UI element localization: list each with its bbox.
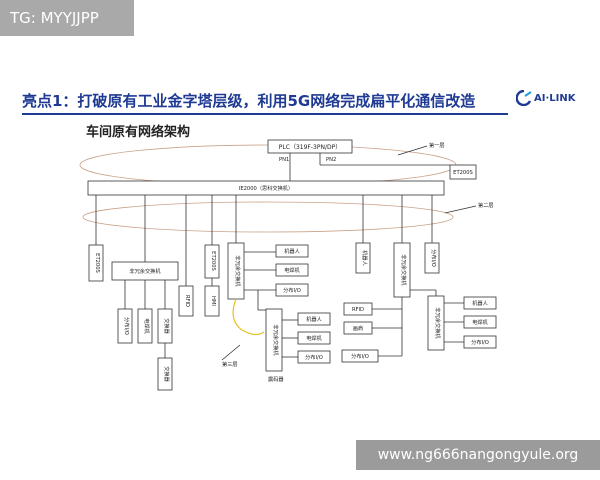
logo-mark-icon <box>516 90 532 106</box>
main-switch-box <box>87 180 445 196</box>
tag-bottom-label: 震码器 <box>268 375 284 383</box>
company-logo: AI·LINK <box>516 90 575 106</box>
robot-label: 机器人 <box>284 247 300 255</box>
rfid2-box <box>343 302 373 316</box>
left-conveyor2-box <box>157 357 173 391</box>
right-switch2-box <box>427 295 445 351</box>
left-conveyor2-label: 交换器 <box>163 366 171 382</box>
slide-title: 亮点1：打破原有工业金字塔层级，利用5G网络完成扁平化通信改造 <box>22 92 476 110</box>
robot-v-label: 机器人 <box>361 250 369 266</box>
dist-io3-label: 分布I/O <box>305 353 323 361</box>
left-welder-label: 电焊机 <box>143 318 151 334</box>
pn1-label: PN1 <box>279 157 289 163</box>
et200s-box <box>449 164 477 180</box>
title-divider <box>22 113 508 115</box>
dist-io5-box <box>463 335 497 349</box>
robot3-box <box>463 296 497 310</box>
layer1-label: 第一层 <box>429 141 445 149</box>
layer3-label: 第三层 <box>222 360 238 368</box>
rfid-label: RFID <box>184 295 190 307</box>
dist-io4-label: 分布I/O <box>351 352 369 360</box>
welder4-label: 电焊机 <box>472 318 488 326</box>
dist-io2-box <box>275 283 309 297</box>
mid-switch2-label: 非冗余交换机 <box>272 324 280 356</box>
plc-box <box>267 139 353 154</box>
left-dist-io-box <box>117 308 133 344</box>
hmi-label: HMI <box>210 296 216 306</box>
robot-box <box>275 244 309 258</box>
yellow-link-line <box>232 298 265 336</box>
plc-label: PLC（319F-3PN/DP） <box>279 144 341 151</box>
layer2-ellipse <box>82 201 454 233</box>
welder4-box <box>463 315 497 329</box>
welder3-label: 电焊机 <box>306 334 322 342</box>
dist-io3-box <box>297 350 331 364</box>
main-switch-label: IE2000（思科交换机） <box>239 184 293 192</box>
welder2-label: 电焊机 <box>284 266 300 274</box>
pn2-label: PN2 <box>326 157 336 163</box>
cabinet-label: 画肩 <box>353 324 363 332</box>
watermark-bottom: www.ng666nangongyule.org <box>356 440 600 470</box>
et200s-2-box <box>204 244 220 279</box>
left-switch-label: 非冗余交换机 <box>129 267 161 275</box>
welder2-box <box>275 263 309 277</box>
left-conveyor-label: 交换器 <box>163 318 171 334</box>
dist-io5-label: 分布I/O <box>471 338 489 346</box>
left-et200s-label: ET200S <box>94 253 100 273</box>
rfid-box <box>178 285 194 317</box>
rfid2-label: RFID <box>352 307 364 313</box>
left-et200s-box <box>88 244 104 282</box>
et200s-label: ET200S <box>453 170 473 176</box>
dist-io-v-box <box>424 242 440 274</box>
dist-io4-box <box>341 349 379 363</box>
robot-v-box <box>355 242 371 274</box>
logo-text: AI·LINK <box>534 92 576 104</box>
left-dist-io-label: 分布I/O <box>123 317 131 335</box>
right-switch-label: 非冗余交换机 <box>400 254 408 286</box>
dist-io2-label: 分布I/O <box>283 286 301 294</box>
cabinet-box <box>343 321 373 335</box>
mid-switch2-box <box>265 308 283 372</box>
robot2-label: 机器人 <box>306 315 322 323</box>
robot2-box <box>297 312 331 326</box>
diagram-subtitle: 车间原有网络架构 <box>86 125 191 140</box>
watermark-top: TG: MYYJJPP <box>0 0 134 36</box>
dist-io-v-label: 分布I/O <box>430 249 438 267</box>
mid-switch-label: 非冗余交换机 <box>234 255 242 287</box>
left-welder-box <box>137 308 153 344</box>
layer2-label: 第二层 <box>478 201 494 209</box>
et200s-2-label: ET200S <box>210 251 216 271</box>
robot3-label: 机器人 <box>472 299 488 307</box>
welder3-box <box>297 331 331 345</box>
right-switch2-label: 非冗余交换机 <box>434 307 442 339</box>
hmi-box <box>204 285 220 317</box>
